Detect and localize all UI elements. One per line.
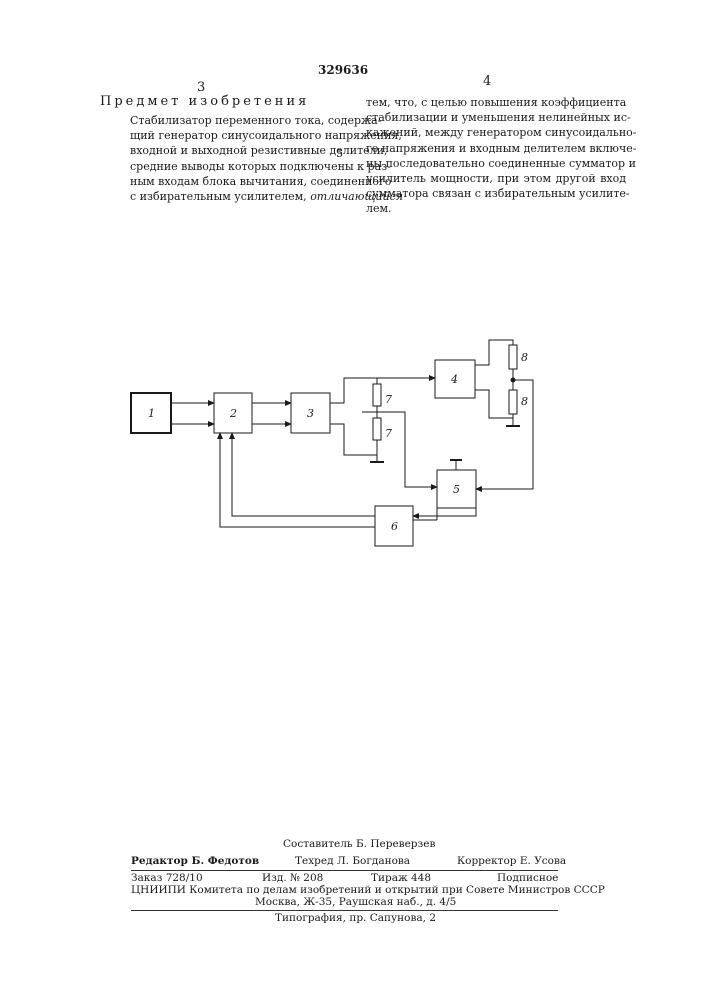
footer-corrector: Корректор Е. Усова [457,855,566,867]
footer-techred: Техред Л. Богданова [295,855,410,867]
wire [232,433,375,516]
wire [220,433,375,527]
wire [475,390,513,418]
footer-edition: Изд. № 208 [262,872,323,884]
block-label-4: 4 [450,373,458,386]
footer-subscription: Подписное [497,872,558,884]
resistor-8-lower [509,390,517,414]
footer-address: Москва, Ж-35, Раушская наб., д. 4/5 [255,896,456,908]
block-label-5: 5 [453,483,460,496]
footer-divider [131,910,558,911]
wire [377,412,437,487]
block-label-3: 3 [307,407,314,420]
footer-order: Заказ 728/10 [131,872,203,884]
wire [413,495,476,516]
block-label-1: 1 [148,407,155,420]
footer-divider [131,870,558,871]
footer-circulation: Тираж 448 [371,872,431,884]
block-label-6: 6 [391,520,398,533]
wire [330,424,377,455]
resistor-label-7-lower: 7 [385,427,392,440]
block-label-2: 2 [229,407,237,420]
resistor-7-upper [373,384,381,406]
footer-editor: Редактор Б. Федотов [131,855,259,867]
footer-institute: ЦНИИПИ Комитета по делам изобретений и о… [131,884,605,896]
resistor-label-7-upper: 7 [385,393,392,406]
wire [475,340,513,365]
wire [330,378,435,403]
resistor-label-8-lower: 8 [521,395,528,408]
footer-printer: Типография, пр. Сапунова, 2 [275,912,436,924]
resistor-7-lower [373,418,381,440]
resistor-8-upper [509,345,517,369]
footer-compiler: Составитель Б. Переверзев [283,838,435,850]
resistor-label-8-upper: 8 [521,351,528,364]
